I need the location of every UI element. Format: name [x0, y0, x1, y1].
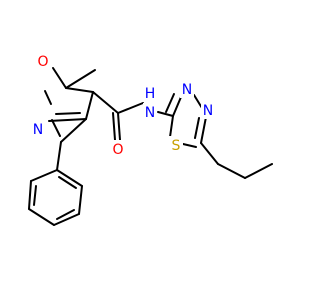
atom-n-amide: N	[145, 105, 155, 121]
isoxazole-ring	[44, 67, 96, 143]
atom-n-thiadiazole-2: N	[203, 103, 213, 119]
thiadiazole-ring	[157, 93, 219, 165]
canvas-background	[0, 0, 300, 300]
atom-n-thiadiazole-1: N	[182, 82, 192, 98]
atom-n-ring: N	[33, 122, 43, 138]
phenyl-ring	[28, 141, 83, 226]
atom-s-thiadiazole: S	[172, 138, 181, 154]
molecule-structure-diagram: O N O H N N N S	[0, 0, 300, 300]
propyl-chain	[217, 163, 273, 179]
atom-labels: O N O H N N N S	[31, 52, 215, 158]
atom-h-amide: H	[145, 86, 156, 102]
atom-o-carbonyl: O	[112, 142, 123, 158]
amide-linker	[92, 91, 144, 141]
atom-o-ring: O	[37, 54, 48, 70]
